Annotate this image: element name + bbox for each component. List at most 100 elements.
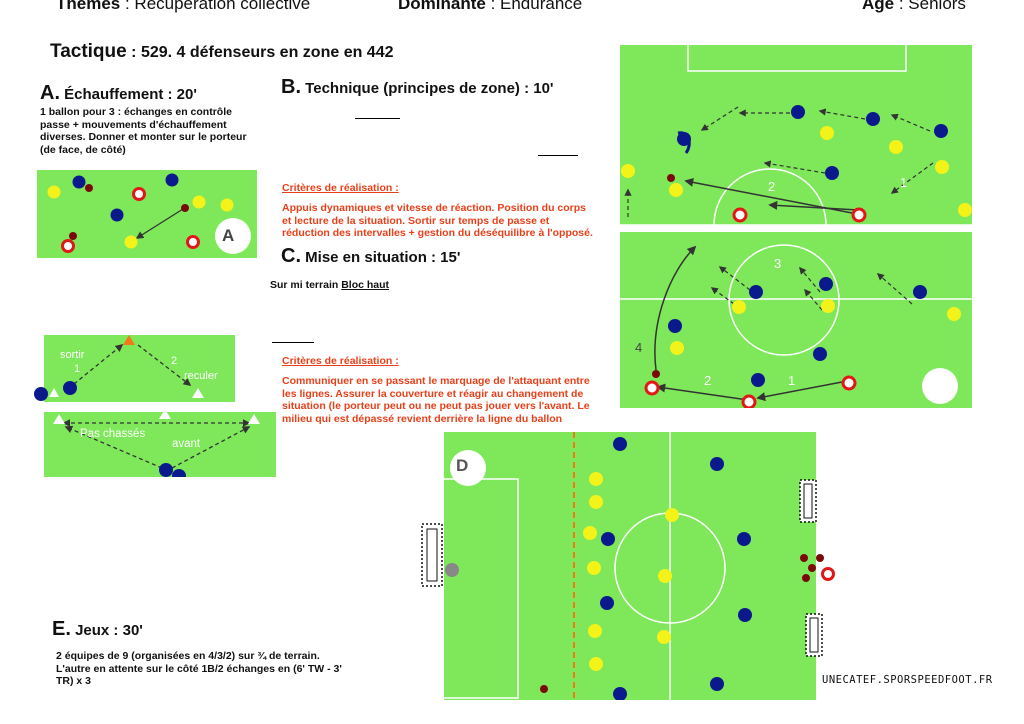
header-age: Age : Seniors [862, 0, 966, 13]
player-yellow [589, 495, 603, 509]
section-e-text: 2 équipes de 9 (organisées en 4/3/2) sur… [56, 650, 342, 687]
field-c: 3 4 2 1 [620, 232, 972, 408]
player-yellow [47, 185, 61, 199]
player-yellow [657, 630, 671, 644]
player-yellow [124, 235, 138, 249]
cone-dark [667, 174, 675, 182]
player-yellow [732, 300, 746, 314]
goal-right-bottom [805, 613, 823, 657]
section-c-title: C. Mise en situation : 15' [281, 245, 461, 267]
player-red [851, 207, 867, 223]
divider [538, 155, 578, 156]
section-c-criteria-text: Communiquer en se passant le marquage de… [282, 375, 590, 425]
player-blue [710, 677, 724, 691]
section-b-title: B. Technique (principes de zone) : 10' [281, 76, 554, 98]
player-blue [913, 285, 927, 299]
player-blue [63, 381, 77, 395]
field-a: A [37, 170, 257, 258]
cone-dark [85, 184, 93, 192]
field-d: D [444, 432, 816, 700]
header-dominante: Dominante : Endurance [398, 0, 583, 13]
player-blue [110, 208, 124, 222]
label-three: 3 [774, 256, 782, 271]
player-red [186, 235, 200, 249]
cone-white [248, 414, 260, 424]
player-yellow [947, 307, 961, 321]
drill-field-1: sortir 1 2 reculer [44, 335, 235, 402]
label-four: 4 [635, 340, 643, 355]
label-one: 1 [788, 373, 796, 388]
player-blue [668, 319, 682, 333]
cone-dark [652, 370, 660, 378]
player-blue [72, 175, 86, 189]
player-yellow [583, 526, 597, 540]
badge-circle [450, 450, 486, 486]
player-yellow [587, 561, 601, 575]
label-sortir: sortir [60, 349, 85, 361]
player-red [741, 394, 757, 408]
player-blue [613, 437, 627, 451]
footer-site[interactable]: UNECATEF.SPORSPEEDFOOT.FR [822, 674, 993, 686]
player-yellow [220, 198, 234, 212]
badge-d: D [456, 456, 469, 475]
player-blue [751, 373, 765, 387]
player-red [821, 567, 835, 581]
player-yellow [820, 126, 834, 140]
cone-white [53, 414, 65, 424]
cone-dark [181, 204, 189, 212]
page-title: Tactique : 529. 4 défenseurs en zone en … [50, 41, 394, 62]
player-red [61, 239, 75, 253]
divider [272, 342, 314, 343]
player-blue [934, 124, 948, 138]
drill-1-outside [34, 387, 59, 401]
label-two: 2 [768, 179, 776, 194]
penalty-box [444, 478, 519, 699]
player-yellow [658, 569, 672, 583]
player-blue [601, 532, 615, 546]
cone-orange [123, 335, 135, 345]
player-yellow [958, 203, 972, 217]
player-yellow [192, 195, 206, 209]
section-c-subtitle: Sur mi terrain Bloc haut [270, 279, 390, 291]
player-yellow [821, 299, 835, 313]
header-theme: Thèmes : Récupération collective [56, 0, 311, 13]
player-yellow [588, 624, 602, 638]
player-blue [600, 596, 614, 610]
penalty-box [687, 45, 907, 72]
cone-dark [69, 232, 77, 240]
player-blue [710, 457, 724, 471]
player-blue [866, 112, 880, 126]
drill-field-2: Pas chassés avant [44, 412, 276, 477]
cone-dark [540, 685, 548, 693]
badge-circle [922, 368, 958, 404]
field-b: 2 1 [620, 45, 972, 225]
section-b-criteria-text: Appuis dynamiques et vitesse de réaction… [282, 202, 593, 239]
player-blue [677, 132, 691, 146]
pass-arrow [135, 208, 184, 239]
player-blue [819, 277, 833, 291]
label-one: 1 [74, 363, 81, 375]
player-blue [34, 387, 48, 401]
player-red [732, 207, 748, 223]
center-circle [728, 244, 840, 356]
player-yellow [670, 341, 684, 355]
section-b-criteria-title: Critères de réalisation : [282, 182, 399, 194]
label-avant: avant [172, 438, 201, 450]
section-a-text: 1 ballon pour 3 : échanges en contrôle p… [40, 106, 247, 156]
player-blue [613, 687, 627, 700]
ball [445, 563, 459, 577]
cone-white [192, 388, 204, 398]
player-yellow [589, 657, 603, 671]
cone-cluster [800, 554, 835, 582]
player-yellow [935, 160, 949, 174]
center-circle [713, 168, 827, 225]
player-blue [749, 285, 763, 299]
label-two: 2 [171, 355, 178, 367]
goal-left [421, 523, 443, 587]
label-two: 2 [704, 373, 712, 388]
cone-white [49, 388, 59, 397]
player-blue [165, 173, 179, 187]
player-yellow [621, 164, 635, 178]
player-blue [737, 532, 751, 546]
player-yellow [589, 472, 603, 486]
